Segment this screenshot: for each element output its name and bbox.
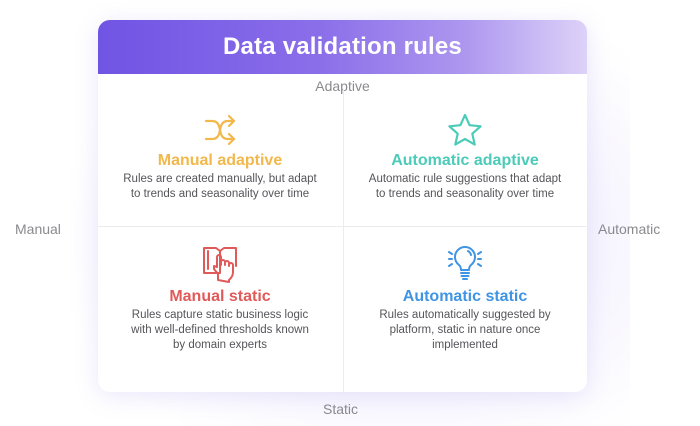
quadrant-desc-line: to trends and seasonality over time <box>375 188 555 200</box>
quadrant-desc-line: by domain experts <box>173 339 267 351</box>
quadrant-desc-line: Rules automatically suggested by <box>379 309 551 321</box>
axis-label-automatic: Automatic <box>598 221 661 237</box>
vertical-divider <box>343 90 344 392</box>
hand-book-icon <box>203 247 237 283</box>
quadrant-card: Data validation rules Adaptive Manual ad… <box>98 20 587 392</box>
quadrant-desc-line: to trends and seasonality over time <box>130 188 310 200</box>
shuffle-icon <box>204 114 236 146</box>
lightbulb-icon <box>448 246 482 280</box>
horizontal-divider <box>98 226 587 227</box>
quadrant-desc-line: platform, static in nature once <box>389 324 541 336</box>
quadrant-desc-line: Rules are created manually, but adapt <box>123 173 317 185</box>
axis-label-manual: Manual <box>15 221 61 237</box>
star-icon <box>448 113 482 146</box>
quadrant-desc-line: implemented <box>432 339 498 351</box>
quadrant-title: Manual static <box>169 288 271 305</box>
quadrant-automatic-adaptive: Automatic adaptive Automatic rule sugges… <box>343 112 587 202</box>
header-banner: Data validation rules <box>98 20 587 74</box>
quadrant-desc-line: with well-defined thresholds known <box>131 324 309 336</box>
quadrant-automatic-static: Automatic static Rules automatically sug… <box>343 242 587 353</box>
quadrant-manual-static: Manual static Rules capture static busin… <box>98 242 342 353</box>
page-title: Data validation rules <box>223 33 462 60</box>
axis-label-adaptive: Adaptive <box>315 78 370 94</box>
quadrant-desc-line: Automatic rule suggestions that adapt <box>368 173 562 185</box>
quadrant-title: Automatic adaptive <box>391 152 539 169</box>
quadrant-title: Manual adaptive <box>157 152 283 169</box>
axis-label-static: Static <box>323 401 359 417</box>
quadrant-title: Automatic static <box>402 288 528 305</box>
quadrant-desc-line: Rules capture static business logic <box>131 309 309 321</box>
quadrant-manual-adaptive: Manual adaptive Rules are created manual… <box>98 112 342 202</box>
